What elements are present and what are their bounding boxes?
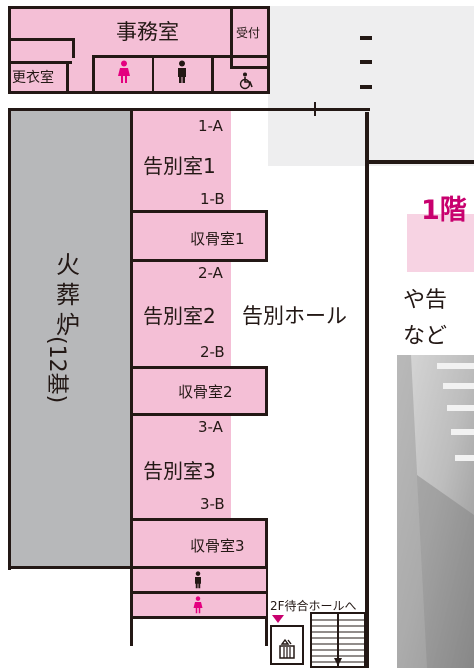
to-2f-label: 2F待合ホールへ [270, 599, 357, 613]
cremation-furnace-text: 火葬炉 [56, 251, 80, 339]
side-text-line-1: や告 [403, 288, 448, 313]
side-text-line-2: など [403, 324, 448, 349]
elevator-icon [279, 638, 295, 659]
corridor-dash [360, 85, 372, 89]
label-2b: 2-B [200, 343, 225, 361]
farewell-room-2-label: 告別室2 [143, 304, 216, 328]
wall [133, 413, 268, 416]
office-wall [66, 61, 69, 94]
label-3a: 3-A [198, 418, 223, 436]
wall [133, 518, 268, 521]
wall [133, 210, 268, 213]
heading-highlight [407, 214, 474, 272]
farewell-room-3-label: 告別室3 [143, 459, 216, 483]
farewell-room-2 [133, 262, 231, 368]
wall [133, 591, 268, 594]
changing-room-label: 更衣室 [12, 70, 54, 86]
staircase [310, 612, 366, 668]
wall [265, 366, 268, 416]
bone-room-3 [133, 521, 266, 566]
wall-tick [314, 102, 316, 116]
furnace-bottom-wall [8, 566, 133, 569]
furnace-right-wall [130, 108, 133, 646]
female-toilet-icon [118, 60, 130, 83]
reception-label: 受付 [236, 26, 261, 40]
office-wall [72, 38, 75, 58]
wall [133, 259, 268, 262]
male-toilet-icon [178, 60, 186, 83]
label-1b: 1-B [200, 190, 225, 208]
male-toilet-icon [195, 571, 201, 589]
heading-subtext: （ [466, 239, 474, 265]
floor-heading: 1階 [421, 195, 467, 226]
office-wall [8, 61, 72, 64]
office-wall [230, 6, 233, 66]
cremation-furnace-area [10, 111, 131, 567]
office-wall [152, 55, 154, 94]
farewell-room-3 [133, 416, 231, 519]
down-arrow-icon [272, 615, 284, 623]
office-label: 事務室 [116, 20, 179, 44]
furnace-left-wall [8, 108, 11, 570]
corridor-bottom-wall [368, 160, 474, 164]
corridor-dash [360, 60, 372, 64]
furnace-count-text: (12基) [44, 336, 69, 404]
bone-room-1-label: 収骨室1 [190, 230, 245, 248]
wall [130, 616, 268, 619]
wall [133, 566, 268, 569]
office-wall [211, 55, 214, 94]
corridor-side-wall [365, 112, 369, 164]
wall [265, 210, 268, 262]
label-1a: 1-A [198, 117, 223, 135]
farewell-room-1 [133, 111, 231, 212]
farewell-hall-label: 告別ホール [242, 304, 347, 328]
office-wall [92, 55, 270, 58]
wall [133, 366, 268, 369]
label-3b: 3-B [200, 495, 225, 513]
hall-right-wall [365, 160, 369, 668]
main-horizontal-wall [8, 108, 370, 111]
bone-room-2-label: 収骨室2 [178, 383, 233, 401]
office-block [8, 6, 270, 94]
office-wall [92, 55, 95, 94]
wall [265, 518, 268, 646]
furnace-count-label: (12基) [44, 336, 135, 403]
corridor-dash [360, 36, 372, 40]
label-2a: 2-A [198, 264, 223, 282]
bone-room-2 [133, 369, 266, 413]
cremation-furnace-label: 火葬炉 [54, 250, 82, 340]
wheelchair-icon [239, 72, 253, 90]
office-wall [230, 66, 270, 69]
bone-room-1 [133, 213, 266, 259]
office-wall [8, 38, 72, 41]
interior-photo [397, 355, 474, 668]
bone-room-3-label: 収骨室3 [190, 537, 245, 555]
female-toilet-icon [193, 596, 203, 614]
farewell-room-1-label: 告別室1 [143, 154, 216, 178]
